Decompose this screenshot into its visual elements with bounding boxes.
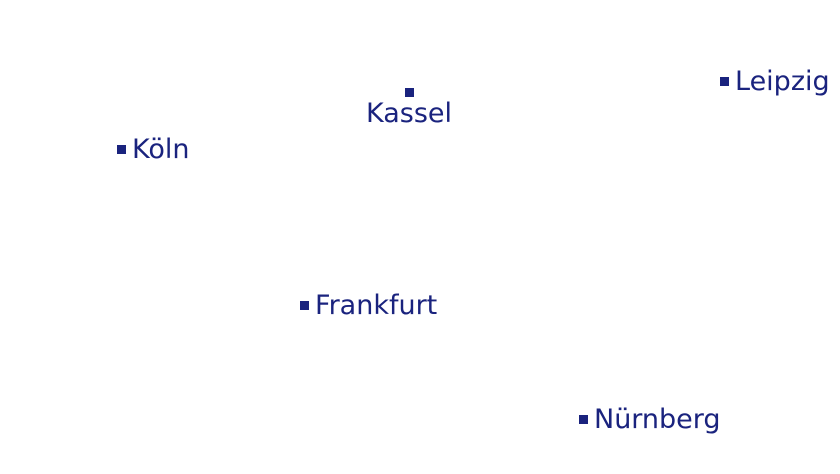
city-label-frankfurt: Frankfurt [315, 290, 438, 321]
city-frankfurt: Frankfurt [300, 292, 437, 319]
city-marker [404, 88, 414, 97]
city-marker [300, 301, 309, 310]
city-marker [720, 77, 729, 86]
city-nuernberg: Nürnberg [579, 406, 721, 433]
city-marker [117, 145, 126, 154]
city-marker [579, 415, 588, 424]
city-koeln: Köln [117, 136, 190, 163]
city-kassel: Kassel [366, 88, 452, 127]
city-leipzig: Leipzig [720, 68, 830, 95]
city-label-leipzig: Leipzig [735, 66, 830, 97]
city-label-nuernberg: Nürnberg [594, 404, 721, 435]
city-label-kassel: Kassel [366, 98, 453, 129]
city-label-koeln: Köln [132, 134, 190, 165]
